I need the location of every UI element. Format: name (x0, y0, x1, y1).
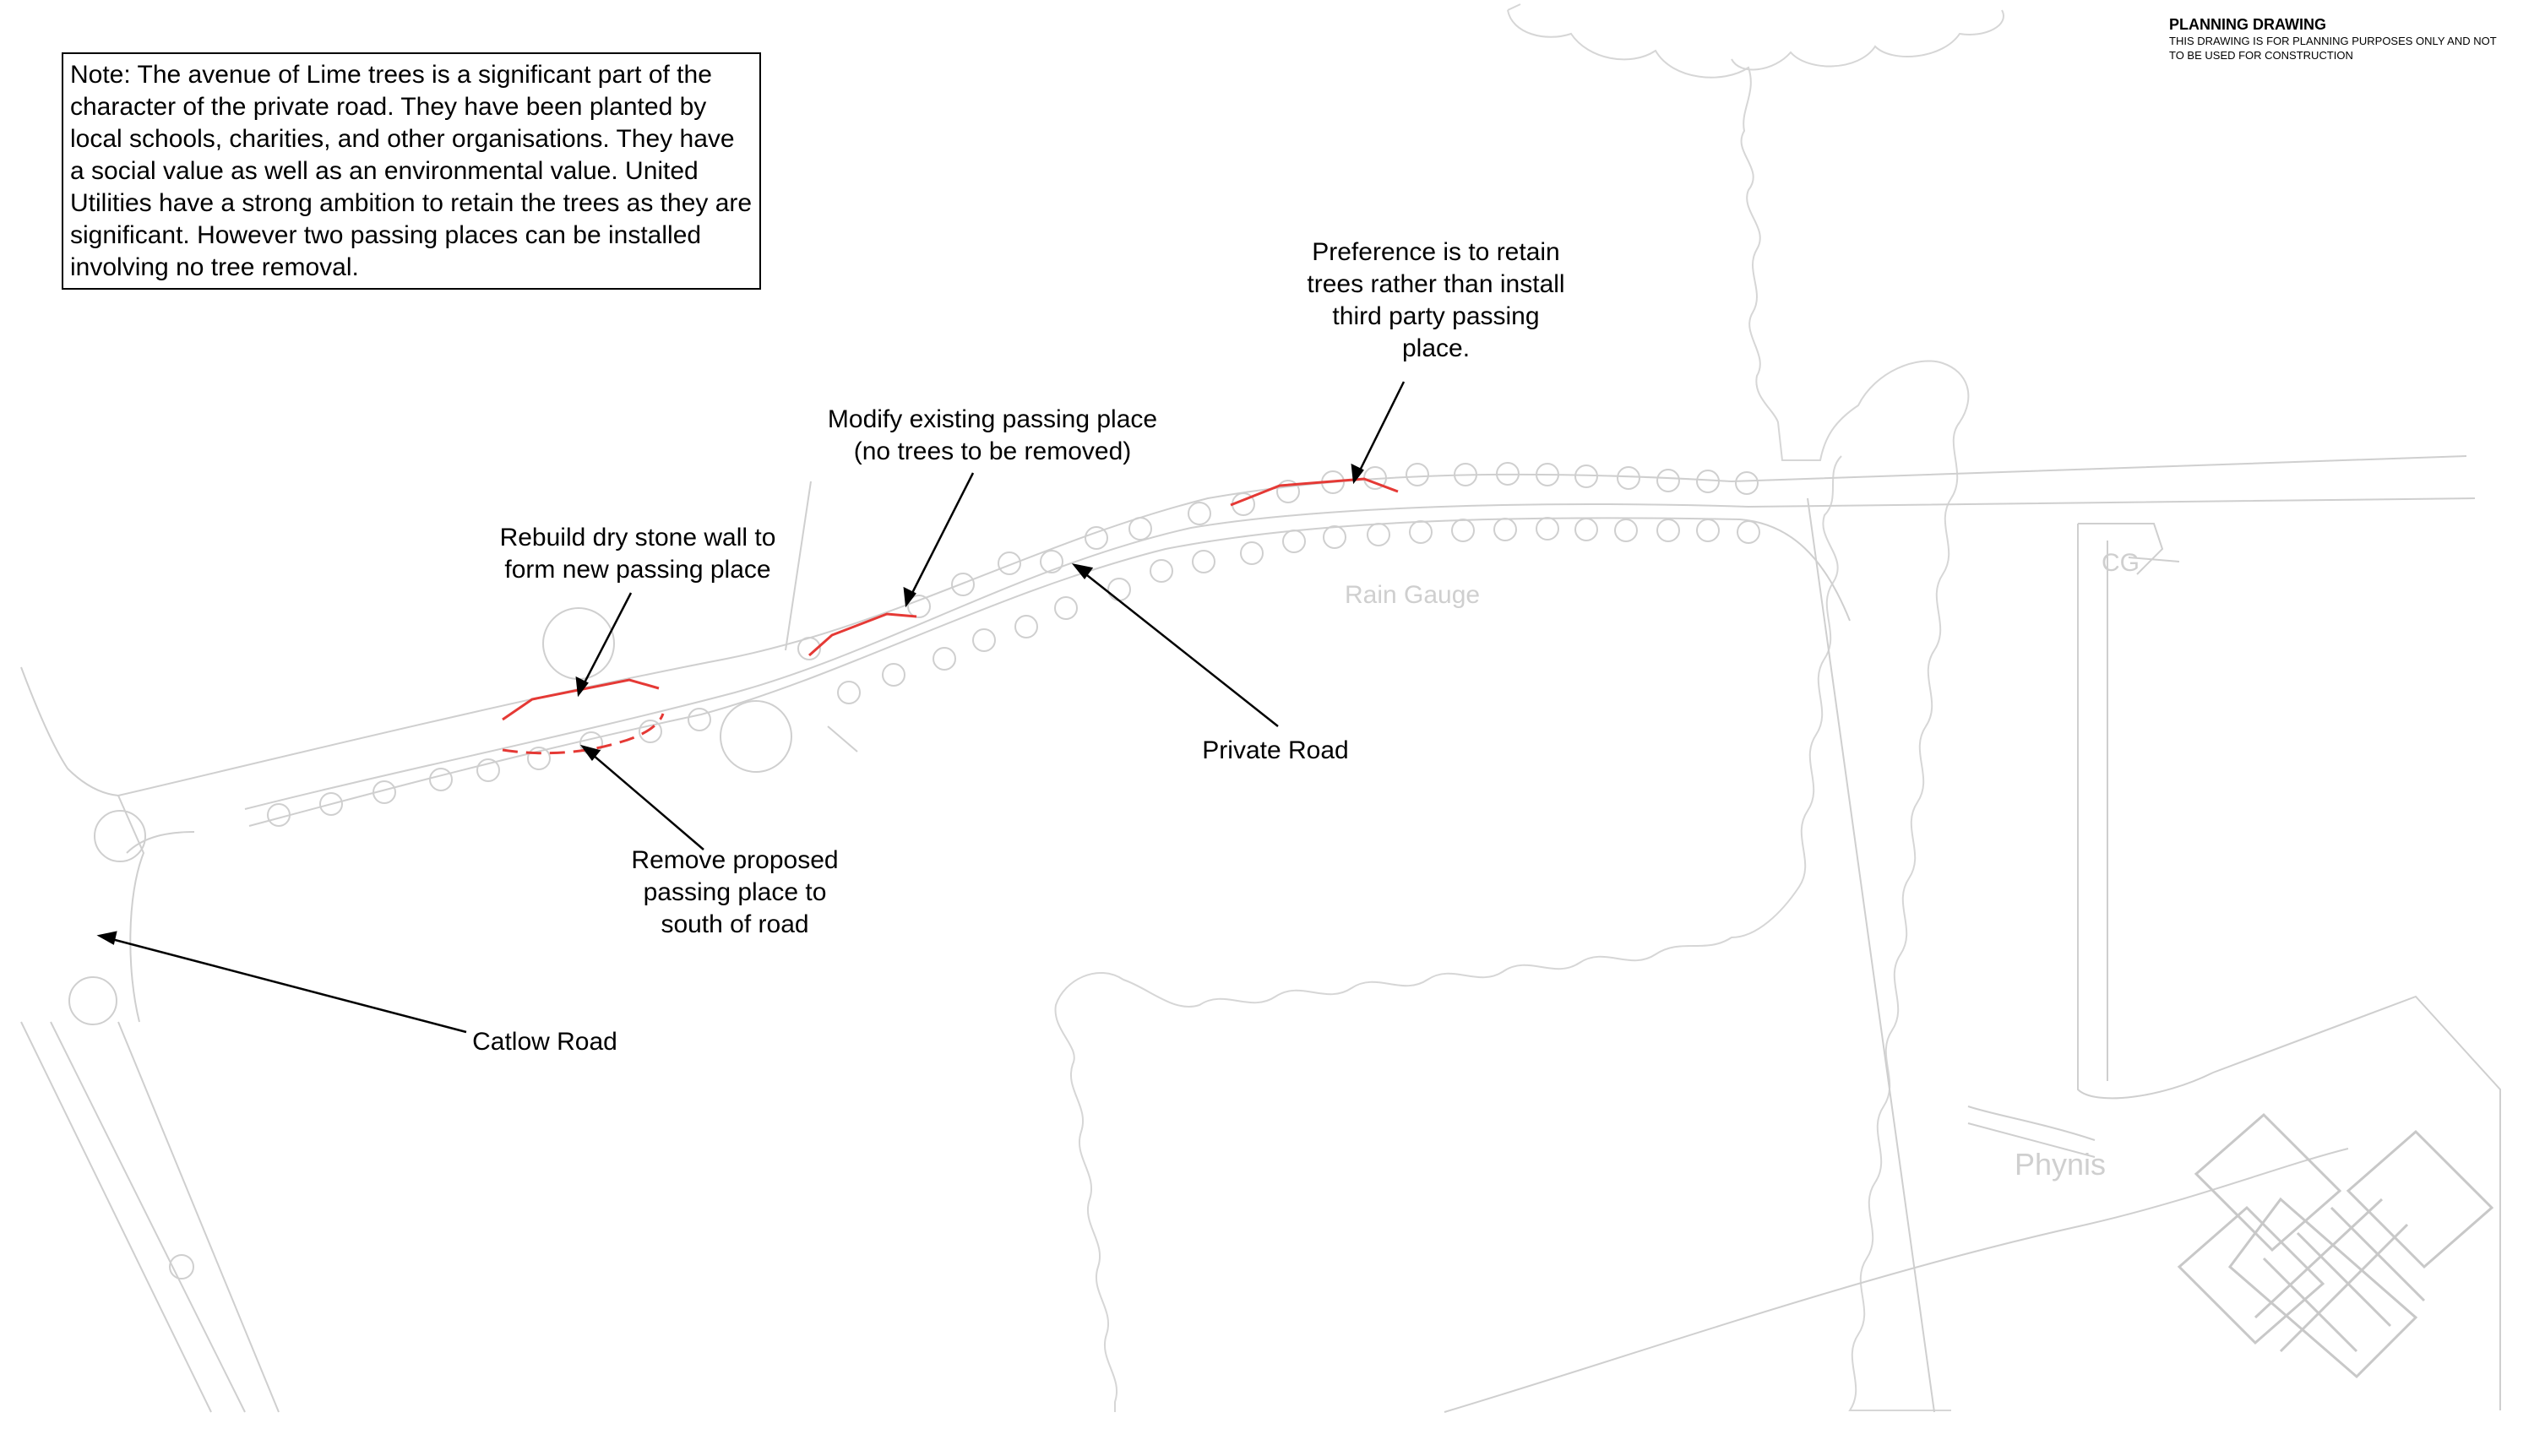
title-block: PLANNING DRAWING THIS DRAWING IS FOR PLA… (2169, 15, 2524, 62)
annotation-private-road: Private Road (1202, 736, 1349, 764)
tree-canopy-outlines (1054, 3, 2004, 1412)
arrow-head (579, 744, 601, 762)
map-label-phynis: Phynis (2015, 1147, 2107, 1182)
arrow-head (1351, 463, 1364, 485)
annotation-remove-passing-place: Remove proposed passing place to south o… (631, 846, 839, 938)
map-label-rain-gauge: Rain Gauge (1345, 581, 1481, 609)
annotation-preference: Preference is to retain trees rather tha… (1307, 238, 1565, 362)
modified-passing-place (808, 612, 917, 657)
removed-passing-place (502, 713, 665, 755)
map-label-cg: CG (2102, 549, 2140, 577)
annotation-modify-passing-place: Modify existing passing place (no trees … (827, 405, 1158, 465)
annotation-rebuild-wall: Rebuild dry stone wall to form new passi… (499, 524, 776, 584)
leader-arrows (96, 381, 1406, 1034)
arrow-head (1071, 563, 1094, 580)
arrow-head (96, 931, 117, 945)
lime-tree-avenue (68, 462, 1760, 1279)
note-box: Note: The avenue of Lime trees is a sign… (62, 52, 761, 290)
arrow-head (575, 676, 589, 698)
annotation-catlow-road: Catlow Road (472, 1028, 617, 1056)
retain-trees-marking (1230, 477, 1399, 507)
drawing-disclaimer: THIS DRAWING IS FOR PLANNING PURPOSES ON… (2169, 35, 2497, 62)
note-text: Note: The avenue of Lime trees is a sign… (70, 61, 753, 281)
building-outlines (2177, 1112, 2494, 1379)
drawing-title: PLANNING DRAWING (2169, 16, 2326, 33)
arrow-head (903, 586, 916, 608)
road-linework (20, 455, 2501, 1413)
